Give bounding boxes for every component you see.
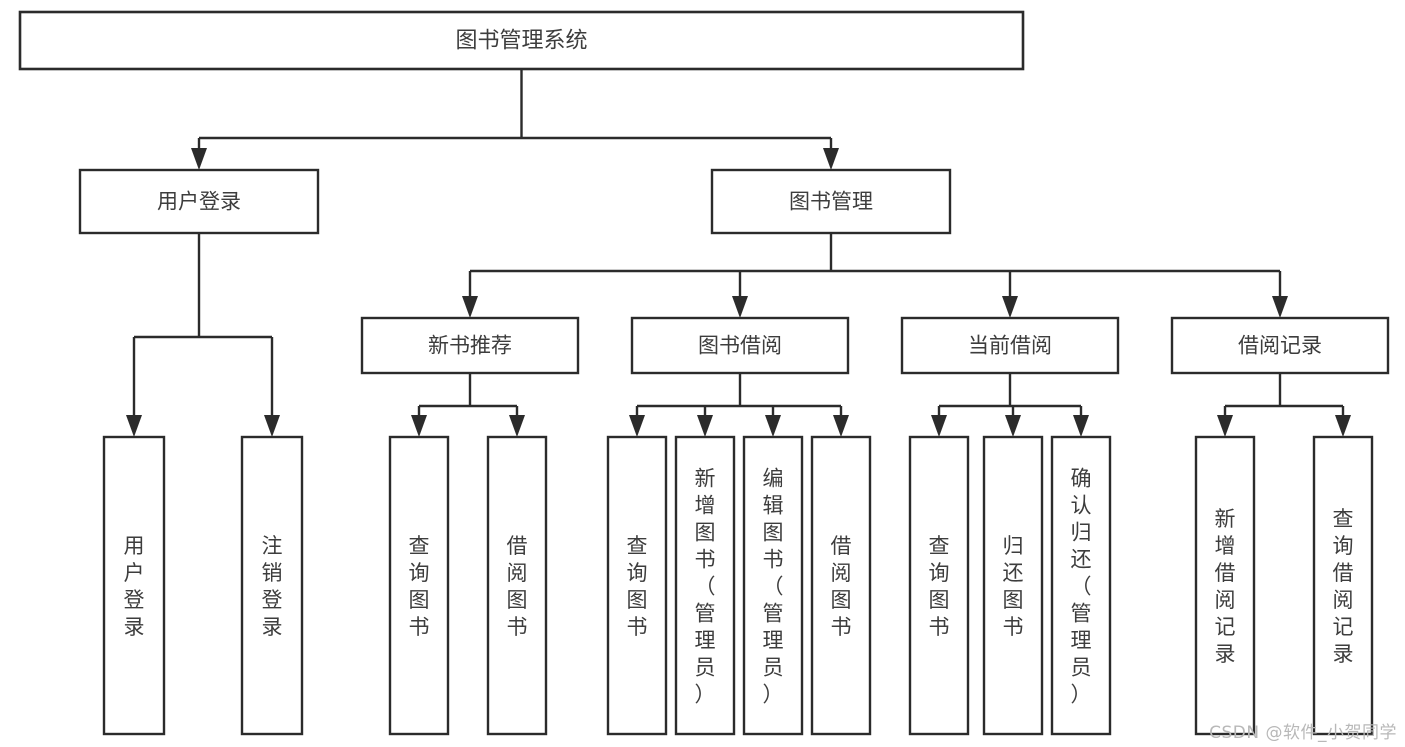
node-leaf-edit-book[interactable]: 编辑图书（管理员） (742, 435, 804, 736)
node-book-borrow[interactable]: 图书借阅 (630, 316, 850, 375)
arrow-head (264, 415, 280, 437)
node-leaf-borrow-book-1-rect[interactable] (486, 435, 548, 736)
node-leaf-query-book-1[interactable]: 查询图书 (388, 435, 450, 736)
node-root-system-label: 图书管理系统 (455, 29, 587, 54)
node-leaf-borrow-book-2-label: 借阅图书 (831, 534, 852, 639)
node-leaf-add-record-rect[interactable] (1194, 435, 1256, 736)
node-new-book-recommend-rect[interactable] (360, 316, 580, 375)
arrow-head (1217, 415, 1233, 437)
node-leaf-query-book-1-label: 查询图书 (409, 534, 430, 639)
node-book-manage-rect[interactable] (710, 168, 952, 235)
node-leaf-return-book[interactable]: 归还图书 (982, 435, 1044, 736)
node-new-book-recommend[interactable]: 新书推荐 (360, 316, 580, 375)
node-leaf-query-record[interactable]: 查询借阅记录 (1312, 435, 1374, 736)
node-leaf-confirm-return-rect[interactable] (1050, 435, 1112, 736)
node-current-borrow[interactable]: 当前借阅 (900, 316, 1120, 375)
node-leaf-add-book-label: 新增图书（管理员） (695, 467, 716, 707)
arrow-head (697, 415, 713, 437)
node-leaf-confirm-return-label: 确认归还（管理员） (1071, 467, 1092, 707)
node-new-book-recommend-label: 新书推荐 (428, 334, 512, 358)
node-borrow-record-label: 借阅记录 (1238, 334, 1322, 358)
arrow-head (1272, 296, 1288, 318)
node-leaf-query-book-1-rect[interactable] (388, 435, 450, 736)
node-leaf-query-book-2[interactable]: 查询图书 (606, 435, 668, 736)
arrow-head (126, 415, 142, 437)
node-current-borrow-label: 当前借阅 (968, 334, 1052, 358)
node-user-login[interactable]: 用户登录 (78, 168, 320, 235)
node-leaf-logout[interactable]: 注销登录 (240, 435, 304, 736)
node-leaf-query-book-2-rect[interactable] (606, 435, 668, 736)
node-leaf-logout-rect[interactable] (240, 435, 304, 736)
node-leaf-add-record[interactable]: 新增借阅记录 (1194, 435, 1256, 736)
connectors-layer (126, 69, 1351, 437)
node-root-system-rect[interactable] (18, 10, 1025, 71)
node-leaf-add-book[interactable]: 新增图书（管理员） (674, 435, 736, 736)
node-leaf-return-book-rect[interactable] (982, 435, 1044, 736)
node-leaf-edit-book-label: 编辑图书（管理员） (763, 467, 784, 707)
node-book-manage[interactable]: 图书管理 (710, 168, 952, 235)
node-leaf-query-book-2-label: 查询图书 (627, 534, 648, 639)
node-leaf-confirm-return[interactable]: 确认归还（管理员） (1050, 435, 1112, 736)
arrow-head (1335, 415, 1351, 437)
node-root-system[interactable]: 图书管理系统 (18, 10, 1025, 71)
node-borrow-record-rect[interactable] (1170, 316, 1390, 375)
arrow-head (765, 415, 781, 437)
arrow-head (1005, 415, 1021, 437)
node-leaf-borrow-book-1[interactable]: 借阅图书 (486, 435, 548, 736)
node-book-manage-label: 图书管理 (789, 190, 873, 214)
arrow-head (823, 148, 839, 170)
node-leaf-query-record-label: 查询借阅记录 (1333, 507, 1354, 666)
node-leaf-add-record-label: 新增借阅记录 (1215, 507, 1236, 666)
node-leaf-edit-book-rect[interactable] (742, 435, 804, 736)
node-leaf-user-login-label: 用户登录 (124, 534, 145, 639)
node-leaf-user-login[interactable]: 用户登录 (102, 435, 166, 736)
node-leaf-query-book-3[interactable]: 查询图书 (908, 435, 970, 736)
arrow-head (462, 296, 478, 318)
arrow-head (1073, 415, 1089, 437)
node-leaf-add-book-rect[interactable] (674, 435, 736, 736)
node-leaf-borrow-book-1-label: 借阅图书 (507, 534, 528, 639)
arrow-head (191, 148, 207, 170)
node-book-borrow-label: 图书借阅 (698, 334, 782, 358)
node-leaf-return-book-label: 归还图书 (1003, 534, 1024, 639)
arrow-head (629, 415, 645, 437)
arrow-head (833, 415, 849, 437)
node-user-login-rect[interactable] (78, 168, 320, 235)
arrow-head (732, 296, 748, 318)
node-leaf-borrow-book-2-rect[interactable] (810, 435, 872, 736)
arrow-head (509, 415, 525, 437)
nodes-layer: 图书管理系统用户登录图书管理新书推荐图书借阅当前借阅借阅记录用户登录注销登录查询… (18, 10, 1390, 736)
node-leaf-query-book-3-rect[interactable] (908, 435, 970, 736)
node-leaf-user-login-rect[interactable] (102, 435, 166, 736)
node-current-borrow-rect[interactable] (900, 316, 1120, 375)
node-leaf-logout-label: 注销登录 (262, 534, 283, 639)
arrow-head (1002, 296, 1018, 318)
node-borrow-record[interactable]: 借阅记录 (1170, 316, 1390, 375)
node-book-borrow-rect[interactable] (630, 316, 850, 375)
arrow-head (411, 415, 427, 437)
node-leaf-query-record-rect[interactable] (1312, 435, 1374, 736)
node-leaf-query-book-3-label: 查询图书 (929, 534, 950, 639)
csdn-watermark: CSDN @软件_小贺同学 (1209, 723, 1397, 743)
arrow-head (931, 415, 947, 437)
node-user-login-label: 用户登录 (157, 190, 241, 214)
node-leaf-borrow-book-2[interactable]: 借阅图书 (810, 435, 872, 736)
